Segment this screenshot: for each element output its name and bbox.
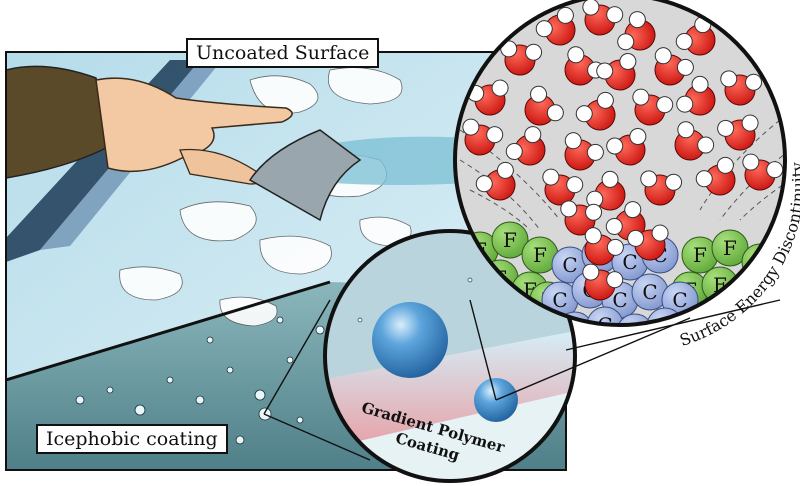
water-molecule-icon	[742, 153, 784, 191]
water-molecule-icon	[617, 11, 656, 51]
water-molecule-icon	[500, 40, 543, 76]
water-molecule-icon	[535, 6, 576, 46]
svg-text:C: C	[612, 288, 627, 312]
water-molecule-icon	[584, 227, 624, 266]
hand-icon	[6, 65, 293, 185]
water-molecule-icon	[627, 224, 669, 261]
svg-text:C: C	[622, 250, 637, 274]
water-molecule-icon	[582, 263, 624, 301]
svg-text:C: C	[672, 288, 687, 312]
svg-text:C: C	[642, 280, 657, 304]
water-molecule-icon	[505, 126, 546, 166]
water-molecule-icon	[462, 118, 504, 156]
svg-text:C: C	[562, 253, 577, 277]
water-molecule-icon	[674, 121, 715, 161]
svg-text:C: C	[602, 343, 617, 367]
water-molecule-icon	[582, 0, 624, 36]
water-molecule-icon	[717, 114, 759, 151]
water-molecule-icon	[560, 200, 603, 236]
water-molecule-icon	[586, 170, 626, 211]
water-molecule-icon	[695, 156, 736, 196]
icephobic-coating-label: Icephobic coating	[36, 424, 228, 454]
gradient-coating-layer	[325, 330, 575, 450]
water-molecule-icon	[596, 52, 637, 91]
water-molecule-icon	[640, 170, 683, 206]
water-molecule-icon	[675, 16, 716, 56]
water-molecule-icon	[720, 70, 763, 106]
ice-scraper-icon	[248, 129, 362, 222]
water-molecules	[462, 0, 784, 301]
callout-lines	[263, 299, 371, 461]
large-water-droplet	[372, 302, 448, 378]
surface-divider	[6, 280, 331, 382]
water-molecule-icon	[575, 91, 616, 131]
water-molecule-icon	[676, 75, 716, 116]
fluorine-atom: F	[711, 229, 749, 267]
fluorine-atom: F	[681, 236, 719, 274]
uncoated-surface-label: Uncoated Surface	[186, 38, 380, 68]
svg-text:C: C	[552, 288, 567, 312]
water-molecule-icon	[632, 88, 674, 126]
zoom-lines	[469, 299, 781, 401]
water-molecule-icon	[654, 47, 694, 86]
fluorine-atom: F	[521, 236, 559, 274]
carbon-atom: C	[616, 313, 654, 325]
svg-text:F: F	[763, 306, 777, 330]
svg-text:F: F	[533, 243, 547, 267]
svg-text:C: C	[662, 343, 677, 367]
svg-text:F: F	[723, 236, 737, 260]
water-molecule-icon	[542, 168, 584, 206]
fluorine-atom: F	[491, 221, 529, 259]
svg-text:F: F	[503, 228, 517, 252]
water-molecule-icon	[606, 127, 647, 166]
water-molecule-icon	[475, 161, 516, 201]
water-molecule-icon	[524, 85, 564, 126]
svg-text:C: C	[632, 348, 647, 372]
svg-text:F: F	[693, 243, 707, 267]
carbon-atom: C	[622, 342, 658, 378]
water-molecule-icon	[564, 132, 604, 171]
